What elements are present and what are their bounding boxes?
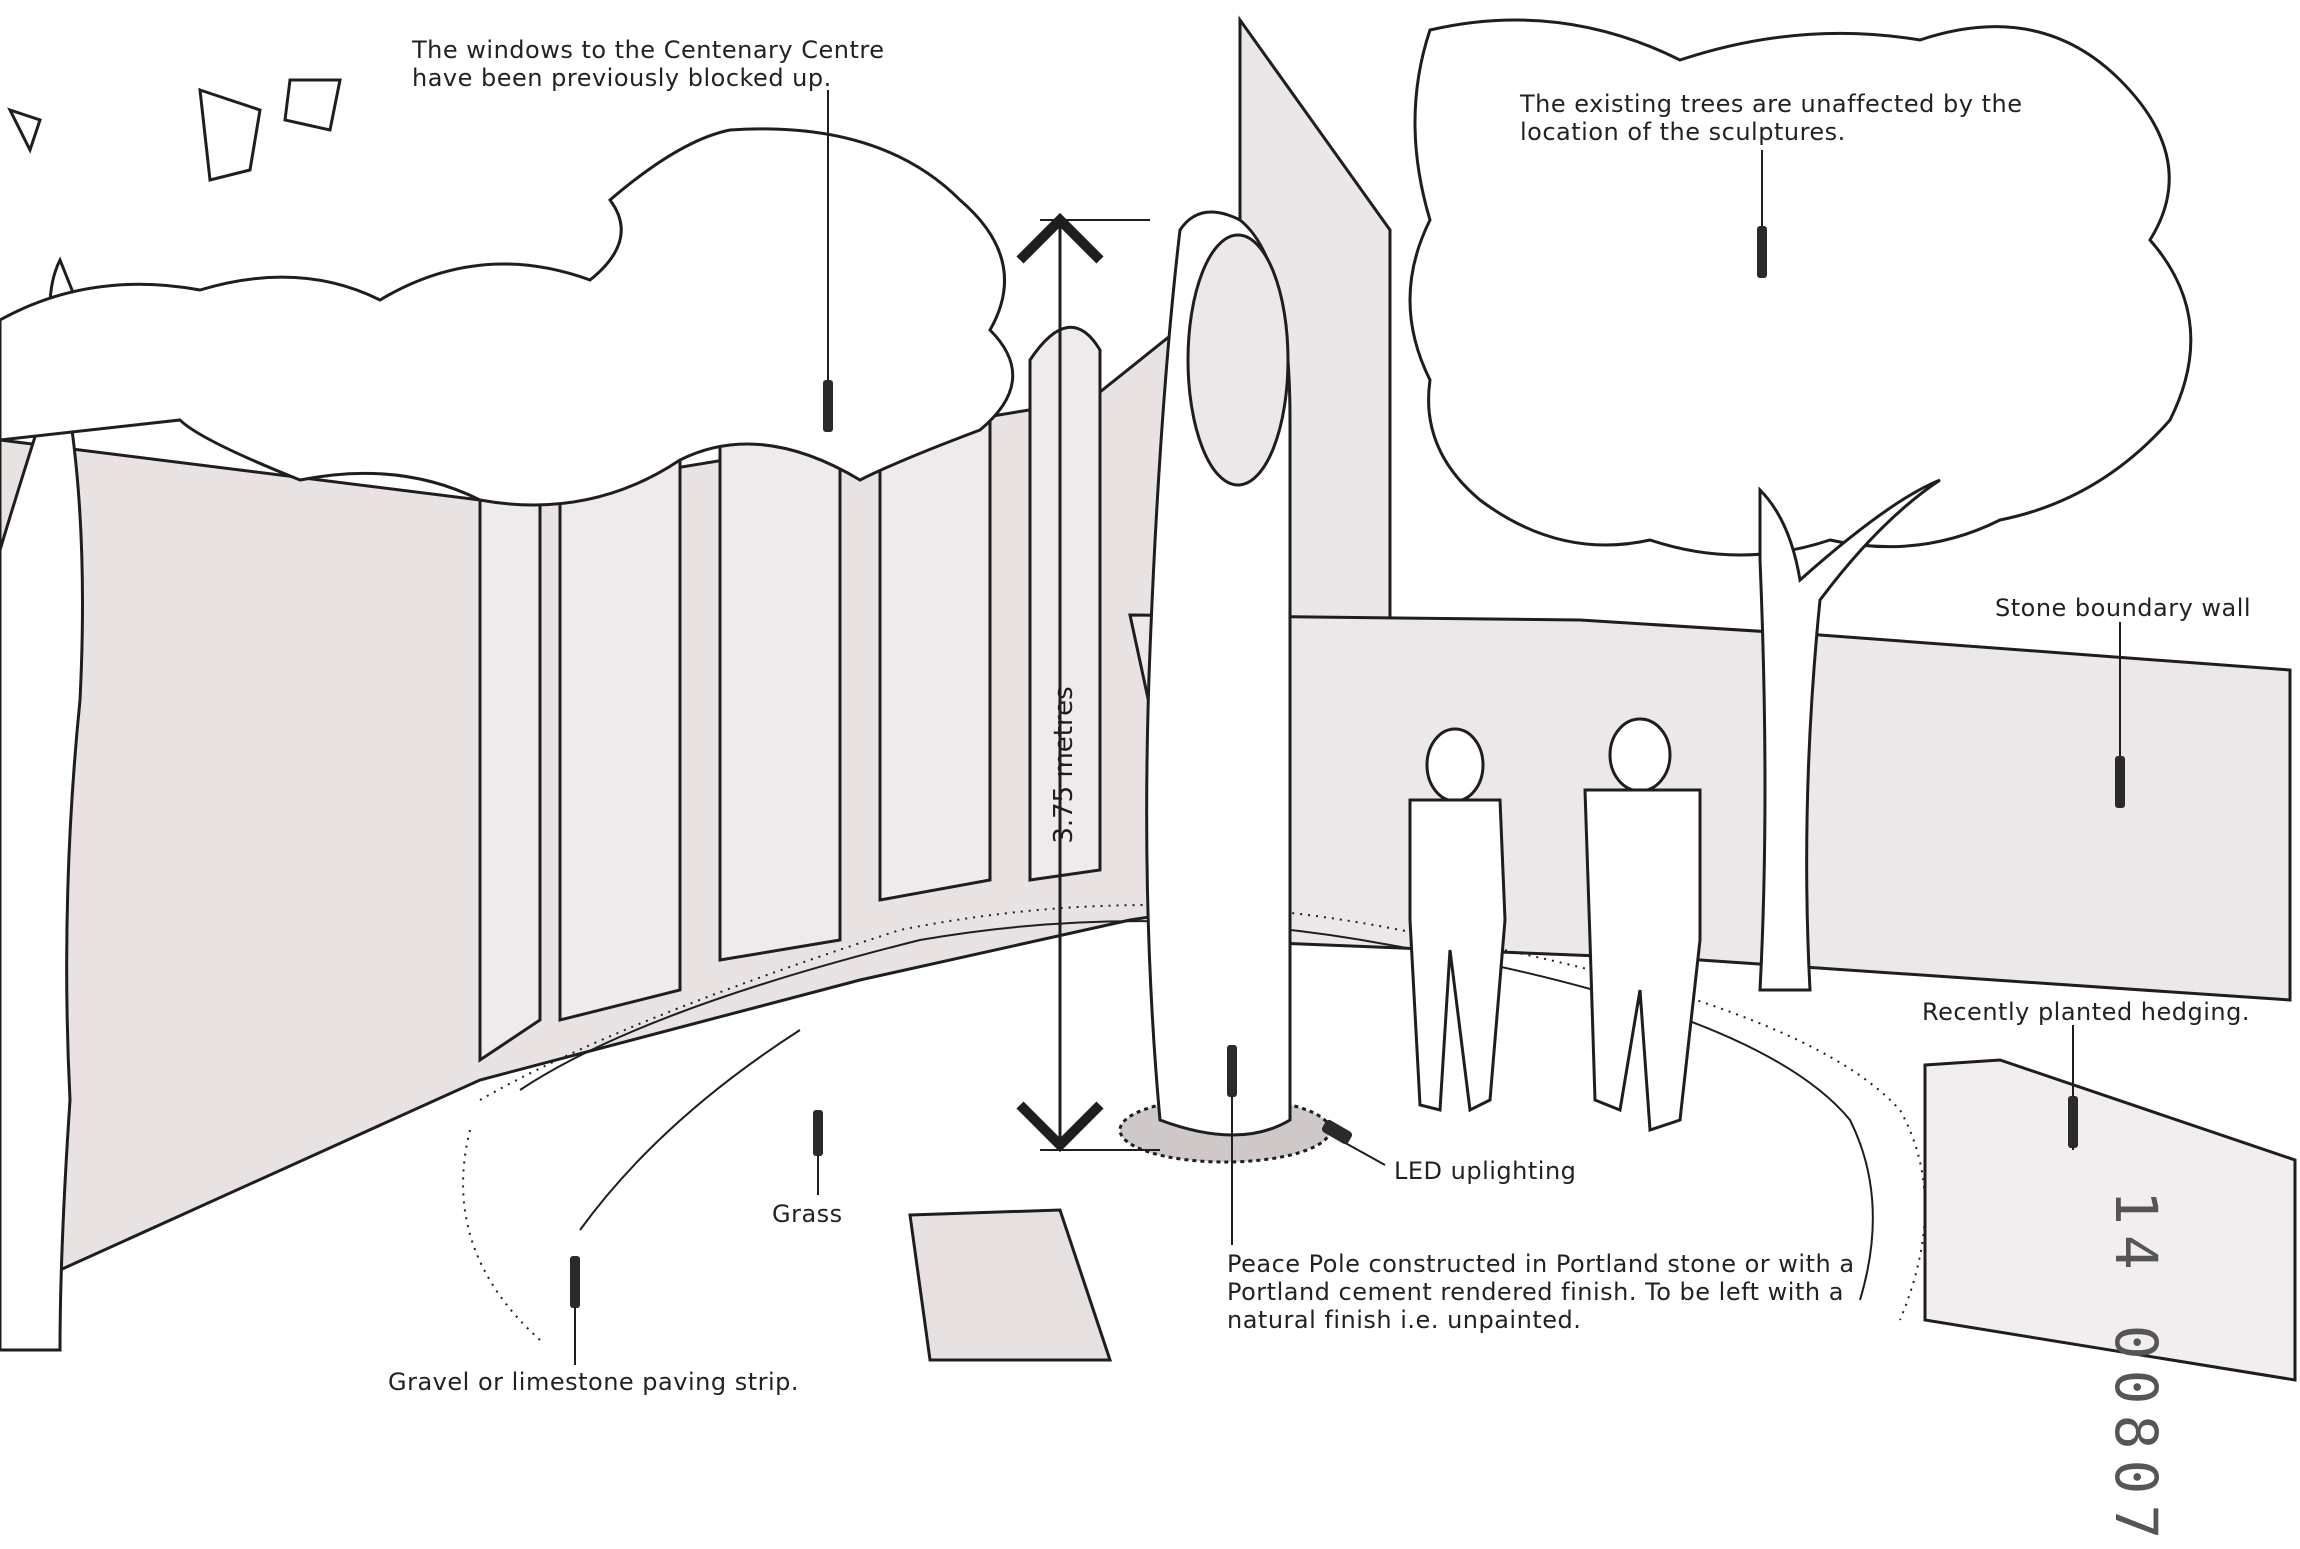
annotation-wall: Stone boundary wall — [1995, 594, 2252, 622]
annotation-peace-pole: Peace Pole constructed in Portland stone… — [1227, 1250, 1855, 1334]
annotation-trees: The existing trees are unaffected by the… — [1520, 90, 2023, 146]
figure-woman — [1408, 727, 1507, 1113]
foliage — [0, 18, 2193, 557]
figure-man — [1583, 717, 1702, 1133]
sketch-scene: 3.75 metres — [0, 15, 2297, 1382]
annotation-led: LED uplighting — [1394, 1157, 1577, 1185]
annotation-hedging: Recently planted hedging. — [1922, 998, 2250, 1026]
boundary-wall — [1128, 613, 2292, 1002]
dimension-line — [1016, 212, 1160, 1153]
right-tree-trunk — [1758, 478, 1941, 992]
pole-opening — [1186, 233, 1290, 487]
path-edges — [519, 920, 1874, 1301]
peace-pole — [1118, 210, 1332, 1164]
annotation-windows: The windows to the Centenary Centre have… — [412, 36, 885, 92]
tags — [570, 226, 2125, 1308]
reference-stamp: 14 00807 — [2102, 1190, 2170, 1549]
gravel-path — [462, 904, 1926, 1341]
annotation-gravel: Gravel or limestone paving strip. — [388, 1368, 799, 1396]
hedging-box — [1923, 1058, 2297, 1382]
dimension-label: 3.75 metres — [1049, 686, 1079, 843]
bench-block — [908, 1208, 1113, 1362]
annotation-grass: Grass — [772, 1200, 843, 1228]
